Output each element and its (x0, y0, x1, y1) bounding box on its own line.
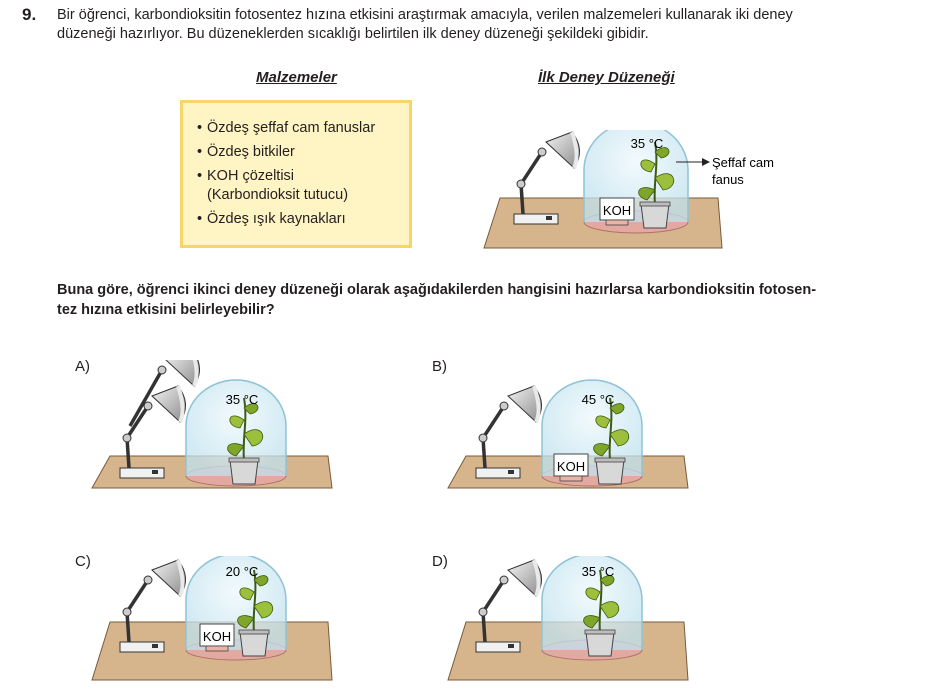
glass-dome (185, 379, 287, 476)
materials-item-text: KOH çözeltisi (207, 168, 295, 184)
prompt-text: Buna göre, öğrenci ikinci deney düzeneği… (57, 280, 937, 320)
temperature-label: 35 °C (582, 564, 615, 579)
option-c-svg: KOH 20 °C (91, 553, 333, 681)
bullet: • (197, 120, 203, 136)
temperature-label: 20 °C (226, 564, 259, 579)
koh-label: KOH (203, 629, 231, 644)
materials-item-text: Özdeş şeffaf cam fanuslar (207, 120, 376, 136)
question-text: Bir öğrenci, karbondioksitin fotosentez … (57, 6, 927, 44)
option-c-label[interactable]: C) (75, 553, 91, 570)
bullet: • (197, 168, 203, 184)
question-line-2: düzeneği hazırlıyor. Bu düzeneklerden sı… (57, 26, 649, 42)
option-c-illustration[interactable]: KOH 20 °C (88, 553, 338, 691)
materials-item: •Özdeş bitkiler (197, 143, 409, 162)
dome-label-line1: Şeffaf cam (712, 155, 774, 170)
koh-label: KOH (557, 459, 585, 474)
option-a-svg: 35 °C (91, 349, 333, 489)
koh-label: KOH (603, 203, 631, 218)
option-b-svg: KOH 45 °C (447, 379, 689, 489)
option-b-label[interactable]: B) (432, 358, 447, 375)
bullet: • (197, 144, 203, 160)
option-a-label[interactable]: A) (75, 358, 90, 375)
materials-item: •Özdeş ışık kaynakları (197, 210, 409, 229)
option-d-illustration[interactable]: 35 °C (444, 553, 694, 691)
first-setup-title: İlk Deney Düzeneği (538, 69, 675, 86)
materials-item: •Özdeş şeffaf cam fanuslar (197, 119, 409, 138)
koh-dish (605, 219, 629, 226)
option-d-svg: 35 °C (447, 553, 689, 681)
materials-item: •KOH çözeltisi (Karbondioksit tutucu) (197, 167, 409, 205)
arrow-icon (702, 158, 710, 166)
materials-item-text: Özdeş ışık kaynakları (207, 211, 346, 227)
bullet: • (197, 211, 203, 227)
first-setup-illustration: KOH 35 °C Şeffaf cam fanus (480, 121, 790, 260)
materials-box: •Özdeş şeffaf cam fanuslar •Özdeş bitkil… (180, 100, 412, 248)
option-a-illustration[interactable]: 35 °C (88, 349, 338, 495)
temperature-label: 45 °C (582, 392, 615, 407)
temperature-label: 35 °C (226, 392, 259, 407)
question-line-1: Bir öğrenci, karbondioksitin fotosentez … (57, 7, 793, 23)
question-number: 9. (22, 5, 37, 24)
temperature-label: 35 °C (631, 136, 664, 151)
materials-item-subtext: (Karbondioksit tutucu) (207, 187, 349, 203)
materials-item-text: Özdeş bitkiler (207, 144, 295, 160)
materials-title: Malzemeler (256, 69, 337, 86)
dome-label-line2: fanus (712, 172, 744, 187)
option-d-label[interactable]: D) (432, 553, 448, 570)
option-b-illustration[interactable]: KOH 45 °C (444, 360, 694, 495)
prompt-line-2: tez hızına etkisini belirleyebilir? (57, 302, 275, 318)
koh-dish (559, 475, 583, 482)
koh-dish (205, 645, 229, 652)
first-setup-svg: KOH 35 °C Şeffaf cam fanus (483, 121, 774, 249)
prompt-line-1: Buna göre, öğrenci ikinci deney düzeneği… (57, 282, 817, 298)
